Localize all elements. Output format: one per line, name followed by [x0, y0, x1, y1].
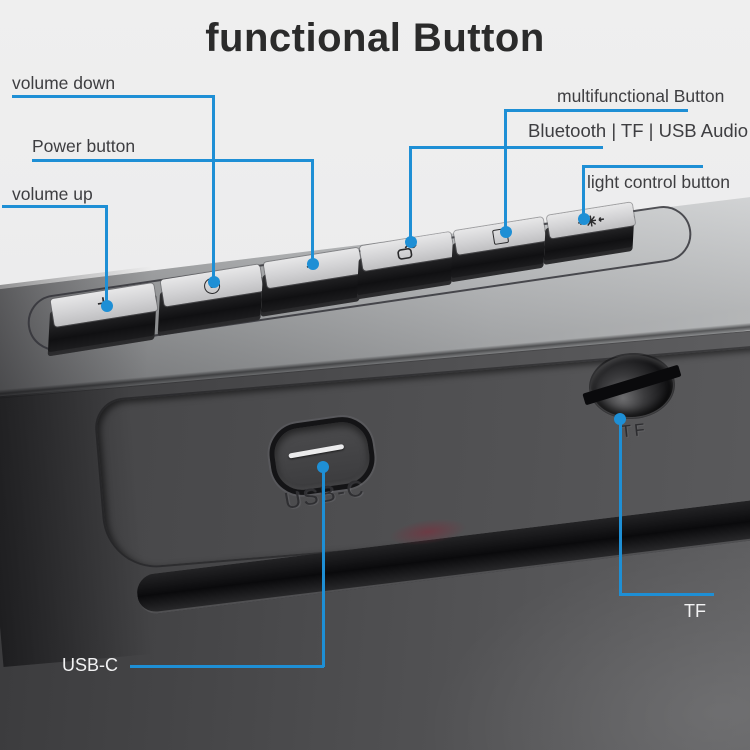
volume-up-leader-line: [2, 205, 108, 208]
volume-down-leader-line: [12, 95, 214, 98]
tf-leader-line: [619, 419, 622, 596]
usb-c-slot: [288, 443, 345, 459]
tf-slot-bar: [582, 364, 682, 406]
recess-left-shadow: [0, 384, 153, 667]
modes-label: Bluetooth | TF | USB Audio: [528, 120, 749, 141]
volume-down-label: volume down: [12, 73, 116, 93]
light-key: [543, 202, 636, 265]
power-leader-line: [311, 159, 314, 265]
volume-up-label: volume up: [12, 184, 93, 204]
multifunctional-label: multifunctional Button: [557, 86, 725, 106]
modes-leader-line: [409, 146, 412, 243]
power-anchor-dot: [307, 258, 319, 270]
tf-label: TF: [684, 601, 706, 621]
light-control-label: light control button: [587, 172, 731, 192]
modes-anchor-dot: [405, 236, 417, 248]
multifunctional-leader-line: [504, 109, 507, 233]
tf-leader-line: [619, 593, 714, 596]
multifunctional-anchor-dot: [500, 226, 512, 238]
volume-up-leader-line: [105, 205, 108, 307]
mode-key: [450, 217, 547, 283]
multifunctional-leader-line: [506, 109, 688, 112]
volume-down-anchor-dot: [208, 276, 220, 288]
power-label: Power button: [32, 136, 136, 156]
usb-c-leader-line: [130, 665, 324, 668]
modes-leader-line: [410, 146, 603, 149]
page-title: functional Button: [205, 16, 545, 60]
power-leader-line: [32, 159, 314, 162]
volume-up-anchor-dot: [101, 300, 113, 312]
usb-c-label: USB-C: [62, 655, 119, 675]
light-control-anchor-dot: [578, 213, 590, 225]
light-control-leader-line: [583, 165, 703, 168]
volume-down-leader-line: [212, 95, 215, 283]
light-control-leader-line: [582, 165, 585, 220]
usb-c-leader-line: [322, 467, 325, 667]
